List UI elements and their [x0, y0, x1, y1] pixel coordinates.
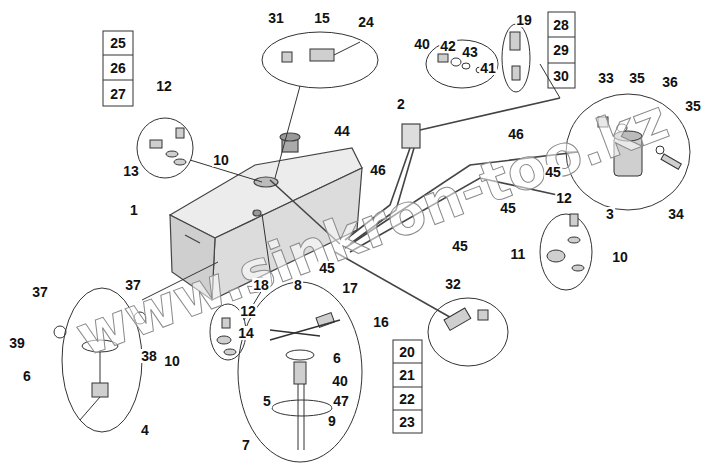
callout-number: 45	[499, 201, 517, 215]
table-frame	[548, 12, 575, 88]
callout-number: 5	[262, 394, 272, 408]
callout-number: 44	[333, 124, 351, 138]
callout-number: 6	[22, 369, 32, 383]
table-frame	[103, 31, 133, 106]
callout-number: 7	[241, 438, 251, 452]
callout-number: 10	[611, 250, 629, 264]
callout-number: 19	[515, 13, 533, 27]
callout-number: 24	[357, 15, 375, 29]
callout-number: 43	[461, 45, 479, 59]
callout-number: 4	[140, 423, 150, 437]
callout-number: 2	[396, 97, 406, 111]
callout-number: 46	[507, 127, 525, 141]
callout-number: 29	[552, 43, 570, 57]
callout-number: 37	[124, 278, 142, 292]
callout-number: 36	[661, 75, 679, 89]
callout-number: 39	[8, 336, 26, 350]
callout-number: 45	[544, 165, 562, 179]
callout-number: 27	[109, 87, 127, 101]
callout-number: 32	[444, 277, 462, 291]
callout-number: 23	[398, 415, 416, 429]
callout-number: 33	[597, 71, 615, 85]
callout-number: 14	[237, 326, 255, 340]
callout-number: 10	[163, 354, 181, 368]
callout-number: 30	[552, 69, 570, 83]
callout-number: 1	[129, 203, 139, 217]
callout-number: 17	[341, 281, 359, 295]
callout-number: 41	[479, 61, 497, 75]
detail-circles	[62, 24, 690, 462]
callout-number: 46	[369, 163, 387, 177]
callout-number: 28	[552, 18, 570, 32]
callout-number: 40	[331, 374, 349, 388]
callout-number: 42	[439, 39, 457, 53]
callout-number: 9	[327, 414, 337, 428]
callout-number: 45	[318, 261, 336, 275]
callout-number: 35	[628, 71, 646, 85]
callout-number: 18	[252, 278, 270, 292]
small-parts	[54, 32, 681, 450]
callout-number: 8	[293, 278, 303, 292]
callout-number: 15	[313, 11, 331, 25]
callout-number: 37	[31, 285, 49, 299]
callout-number: 35	[684, 99, 702, 113]
callout-number: 3	[605, 207, 615, 221]
callout-number: 38	[140, 349, 158, 363]
callout-number: 21	[398, 368, 416, 382]
callout-number: 12	[239, 304, 257, 318]
callout-number: 40	[413, 37, 431, 51]
callout-number: 45	[451, 239, 469, 253]
callout-number: 22	[398, 392, 416, 406]
callout-number: 31	[267, 11, 285, 25]
callout-number: 11	[510, 247, 527, 261]
callout-number: 6	[332, 351, 342, 365]
callout-number: 12	[555, 191, 573, 205]
callout-number: 13	[122, 164, 140, 178]
callout-number: 10	[212, 153, 230, 167]
callout-number: 12	[155, 79, 173, 93]
callout-number: 34	[667, 207, 685, 221]
callout-number: 25	[109, 36, 127, 50]
table-frame	[393, 340, 422, 433]
callout-number: 20	[398, 345, 416, 359]
callout-number: 47	[332, 394, 350, 408]
callout-number: 16	[372, 315, 390, 329]
callout-number: 26	[109, 61, 127, 75]
